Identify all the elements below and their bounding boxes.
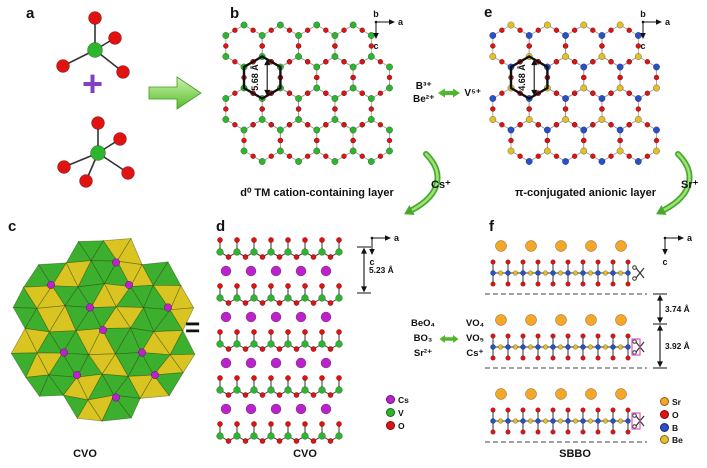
svg-text:a: a [394, 233, 400, 243]
legend-label-b: B [672, 422, 679, 433]
svg-text:c: c [373, 41, 378, 51]
legend-label-o2: O [672, 409, 679, 420]
legend-item-b: B [660, 422, 683, 435]
panel-b-cation-layer-structure: 5.68 Å b a c [222, 9, 404, 165]
panel-label-c: c [8, 218, 17, 235]
legend-label-sr: Sr [672, 397, 681, 407]
legend-item-sr: Sr [660, 396, 683, 409]
svg-text:a: a [687, 233, 693, 243]
legend-cvo: Cs V O [386, 394, 409, 432]
legend-item-o: O [386, 420, 409, 433]
ion-v5plus: V⁵⁺ [464, 87, 482, 99]
group-vo4: VO₄ [465, 318, 485, 329]
ion-sr2plus: Sr²⁺ [413, 348, 433, 359]
svg-text:3.92 Å: 3.92 Å [665, 341, 690, 351]
caption-panel-d: CVO [293, 448, 317, 460]
legend-swatch-cs [386, 395, 395, 404]
legend-sbbo: Sr O B Be [660, 396, 683, 447]
svg-text:4.68 Å: 4.68 Å [517, 64, 527, 91]
exchange-row-2: BO₃ VO₅ [408, 331, 490, 346]
legend-label-o: O [398, 420, 405, 431]
legend-item-cs: Cs [386, 394, 409, 407]
panel-label-a: a [26, 5, 35, 22]
svg-text:c: c [369, 257, 374, 267]
legend-item-v: V [386, 407, 409, 420]
cs-ion-label: Cs⁺ [431, 179, 451, 191]
legend-label-cs: Cs [398, 395, 409, 405]
legend-swatch-b [660, 422, 669, 432]
legend-swatch-v [386, 407, 395, 417]
ion-b3plus: B³⁺ [415, 81, 432, 92]
cation-exchange-block: B³⁺ Be²⁺ V⁵⁺ [413, 80, 481, 106]
group-exchange-block: BeO₄ VO₄ BO₃ VO₅ Sr²⁺ Cs⁺ [408, 316, 490, 361]
panel-d-cvo-layered-structure: 5.23 Å a c [216, 233, 400, 444]
panel-label-e: e [484, 4, 493, 21]
panel-f-sbbo-layered-structure: 3.74 Å 3.92 Å a c [485, 233, 693, 443]
svg-text:a: a [665, 17, 671, 27]
plus-operator: + [82, 63, 104, 104]
arrow-a-to-b-icon [148, 76, 202, 110]
caption-panel-e: π-conjugated anionic layer [514, 187, 657, 199]
svg-text:3.74 Å: 3.74 Å [665, 304, 690, 314]
ion-be2plus: Be²⁺ [413, 94, 435, 105]
legend-label-v: V [398, 407, 404, 418]
legend-swatch-o2 [660, 409, 669, 419]
equals-operator: = [185, 312, 201, 342]
legend-item-o2: O [660, 409, 683, 422]
group-vo5: VO₅ [465, 333, 485, 344]
curved-arrow-cs-icon [404, 151, 441, 215]
svg-text:a: a [398, 17, 404, 27]
caption-panel-f: SBBO [559, 448, 591, 460]
panel-e-anionic-layer-structure: 4.68 Å b a c [489, 9, 671, 165]
exchange-row-1: BeO₄ VO₄ [408, 316, 490, 331]
group-bo3: BO₃ [413, 333, 433, 344]
panel-a-vo4-vo5-units [56, 11, 135, 188]
svg-text:b: b [640, 9, 646, 19]
svg-text:c: c [662, 257, 667, 267]
legend-swatch-o [386, 420, 395, 430]
legend-item-be: Be [660, 434, 683, 447]
svg-text:c: c [640, 41, 645, 51]
exchange-left-column: B³⁺ Be²⁺ [413, 80, 434, 106]
panel-label-b: b [230, 5, 240, 22]
svg-text:5.68 Å: 5.68 Å [250, 64, 260, 91]
legend-label-be: Be [672, 435, 683, 446]
ion-csplus: Cs⁺ [466, 348, 484, 359]
caption-panel-c: CVO [73, 448, 97, 460]
legend-swatch-be [660, 435, 669, 445]
curved-arrow-sr-icon [656, 151, 693, 215]
panel-c-cvo-polyhedral-view [10, 237, 196, 422]
svg-text:5.23 Å: 5.23 Å [369, 265, 394, 275]
legend-swatch-sr [660, 397, 669, 406]
panel-label-d: d [216, 218, 226, 235]
exchange-row-3: Sr²⁺ Cs⁺ [408, 346, 490, 361]
double-arrow-icon [438, 333, 460, 345]
caption-panel-b: d⁰ TM cation-containing layer [240, 187, 394, 199]
group-beo4: BeO₄ [410, 318, 436, 329]
panel-label-f: f [489, 218, 494, 235]
svg-text:b: b [373, 9, 379, 19]
sr-ion-label: Sr⁺ [681, 179, 699, 191]
double-arrow-icon [438, 88, 461, 98]
